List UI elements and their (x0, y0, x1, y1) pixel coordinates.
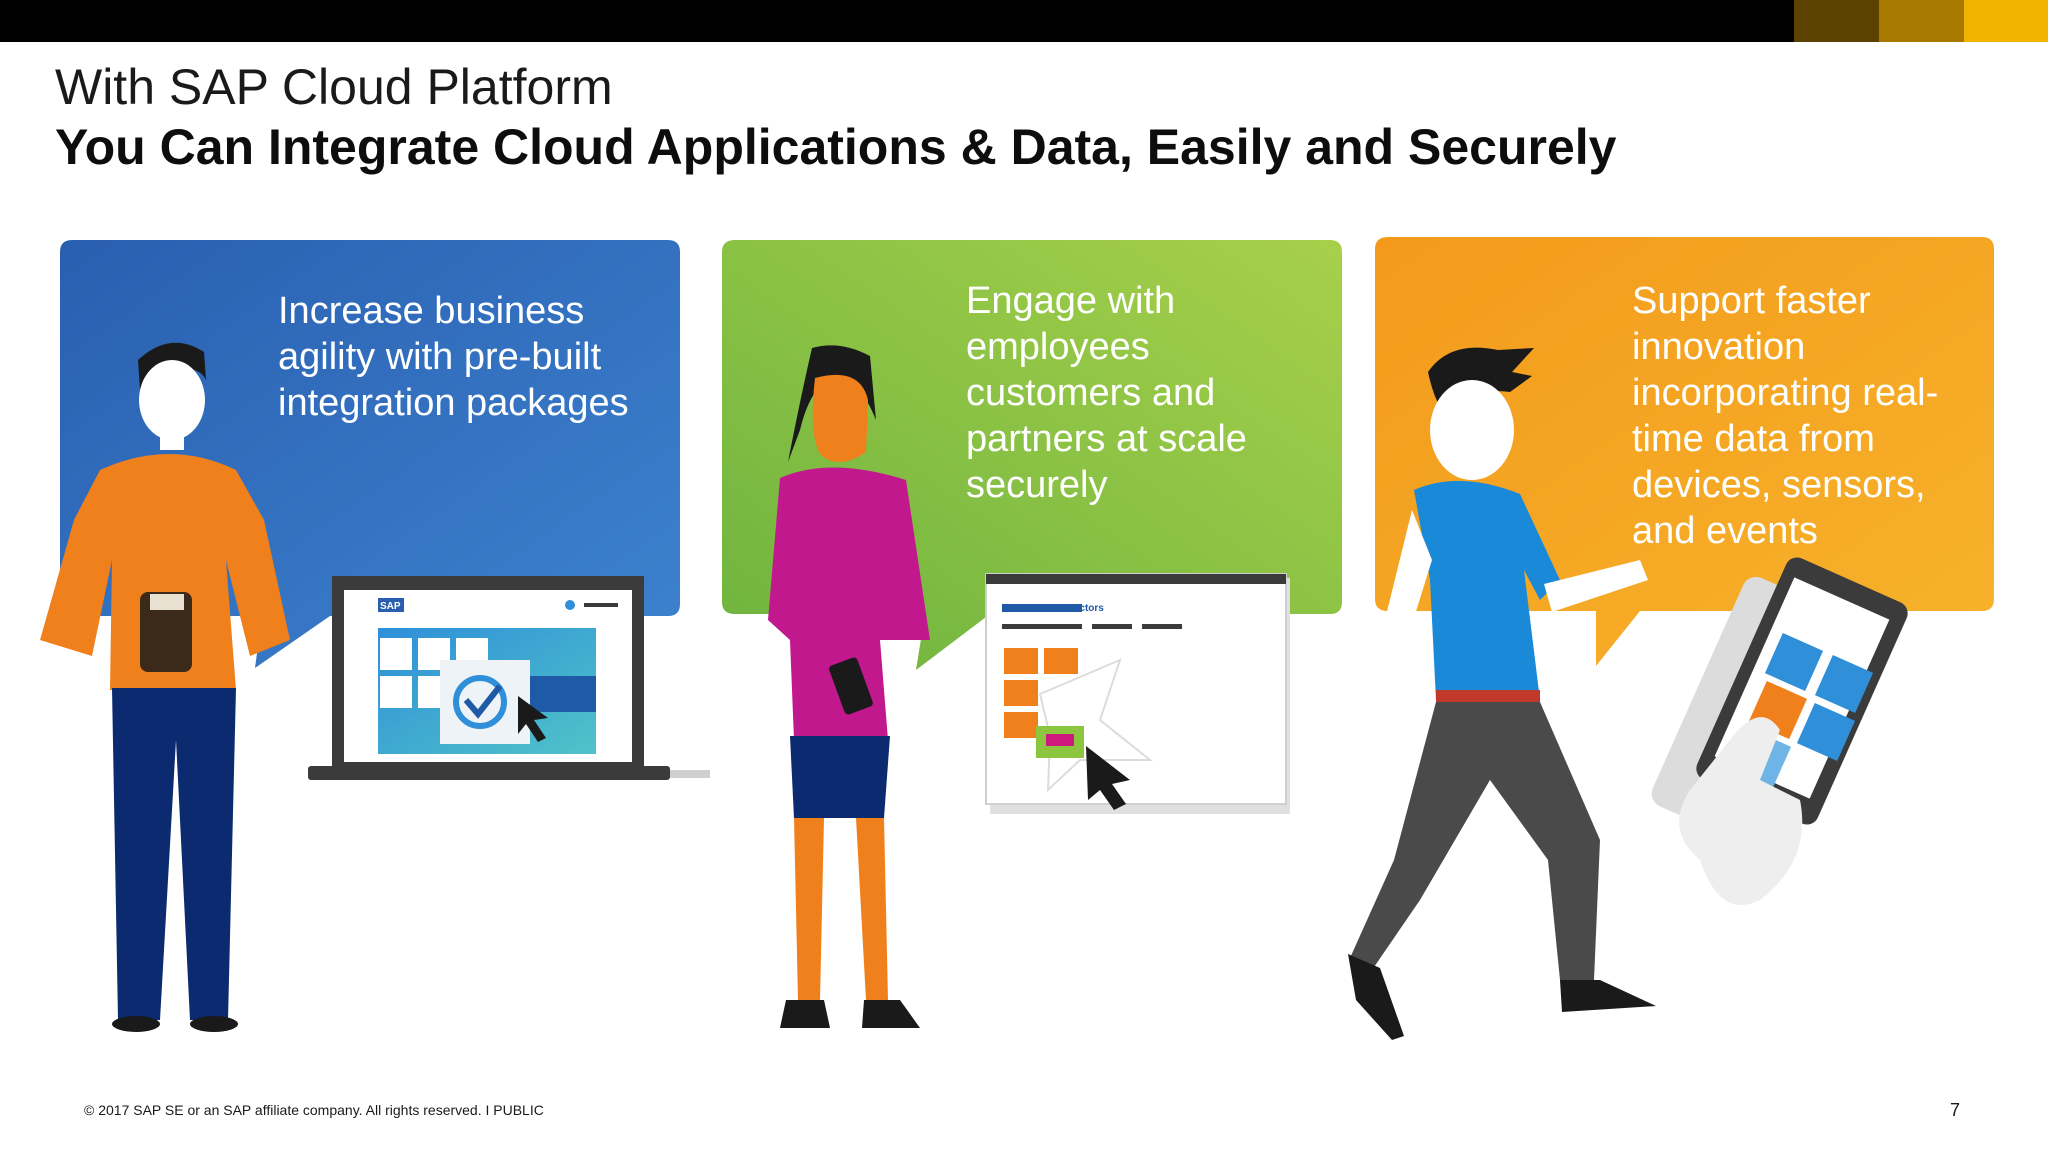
panel-text-innovation: Support faster innovation incorporating … (1632, 280, 1939, 552)
top-bar (0, 0, 2048, 42)
laptop (308, 576, 710, 780)
cursor-icon (518, 696, 548, 742)
page-number: 7 (1950, 1100, 1961, 1120)
panel-text-engage: Engage with employees customers and part… (966, 280, 1247, 506)
slide-title: With SAP Cloud Platform (55, 59, 613, 115)
slide-subtitle: You Can Integrate Cloud Applications & D… (55, 119, 1617, 175)
top-bar-accent-dark (1794, 0, 1879, 42)
top-bar-accent-light (1964, 0, 2048, 42)
panel-text-agility: Increase business agility with pre-built… (278, 290, 629, 424)
footer-copyright: © 2017 SAP SE or an SAP affiliate compan… (84, 1102, 544, 1118)
phone (1651, 557, 1908, 905)
checkmark-icon (453, 675, 507, 729)
top-bar-accent-mid (1879, 0, 1964, 42)
person-man-blue-panel (40, 342, 290, 1032)
laptop-logo-text: SAP (380, 601, 401, 612)
person-woman-green-panel (768, 345, 930, 1028)
person-walking-orange-panel (1348, 347, 1656, 1040)
browser-title-text: SAP SuccessFactors (1004, 603, 1104, 614)
browser (985, 573, 1290, 814)
